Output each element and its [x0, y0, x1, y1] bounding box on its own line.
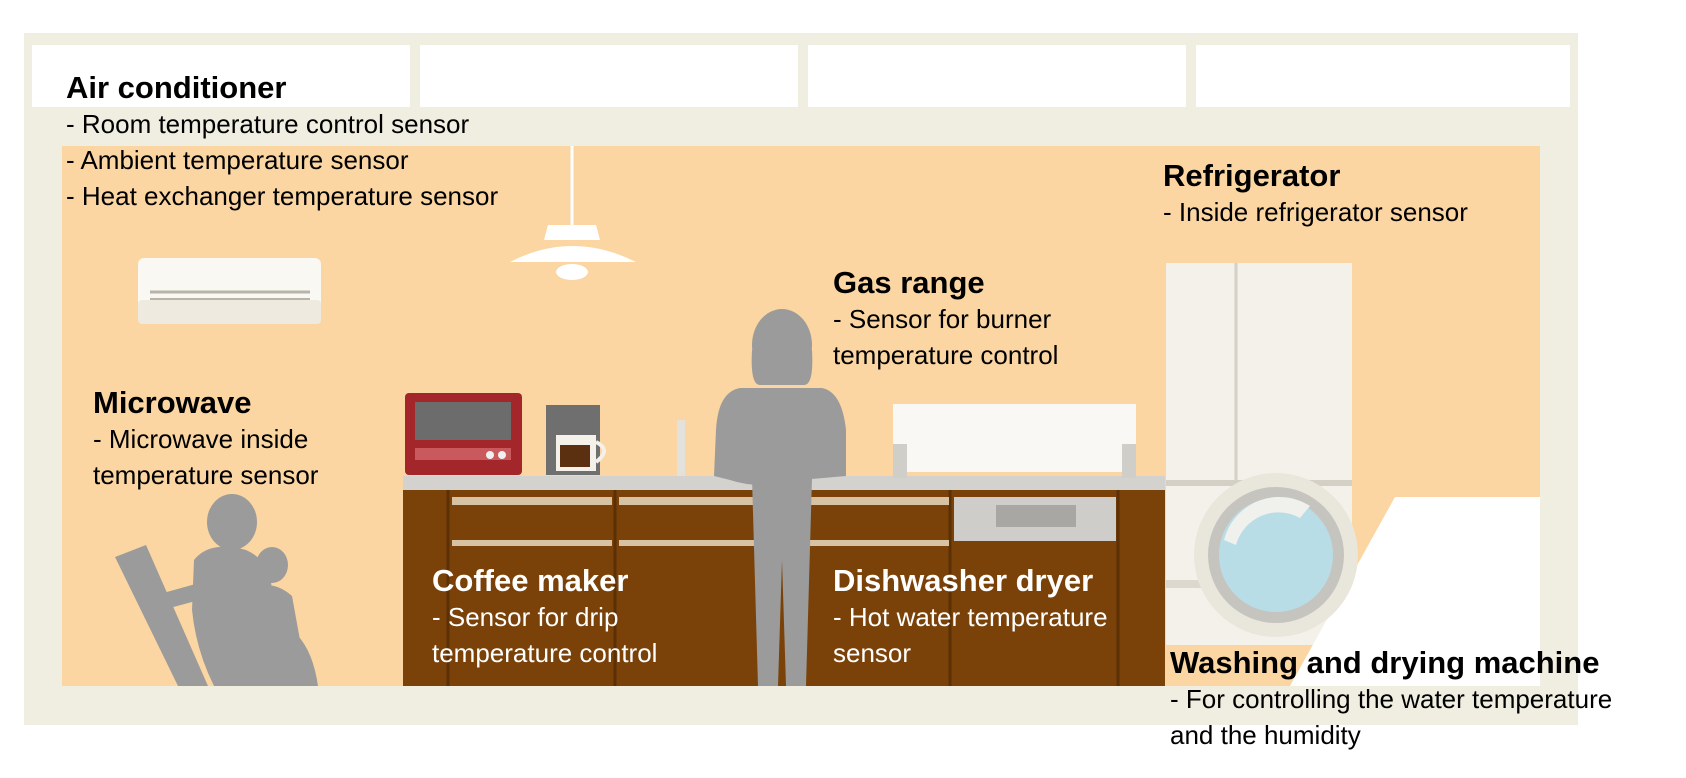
microwave-sensor-1: - Microwave inside [93, 424, 309, 454]
microwave-title: Microwave [93, 385, 252, 420]
microwave-sensor-2: temperature sensor [93, 460, 319, 490]
coffee-maker-sensor-2: temperature control [432, 638, 658, 668]
coffee-maker-sensor-1: - Sensor for drip [432, 602, 619, 632]
dishwasher-dryer-title: Dishwasher dryer [833, 563, 1094, 598]
washing-machine-unit [1194, 473, 1540, 686]
gas-range-title: Gas range [833, 265, 985, 300]
air-conditioner-sensor-1: - Room temperature control sensor [66, 109, 470, 139]
dishwasher-dryer-sensor-1: - Hot water temperature [833, 602, 1108, 632]
gas-range-unit [893, 404, 1136, 478]
refrigerator-label: Refrigerator - Inside refrigerator senso… [1163, 158, 1468, 230]
coffee-maker-title: Coffee maker [432, 563, 629, 598]
air-conditioner-unit [138, 258, 321, 324]
air-conditioner-sensor-3: - Heat exchanger temperature sensor [66, 181, 499, 211]
dishwasher-dryer-sensor-2: sensor [833, 638, 912, 668]
gas-range-label: Gas range - Sensor for burner temperatur… [833, 265, 1058, 373]
air-conditioner-sensor-2: - Ambient temperature sensor [66, 145, 409, 175]
air-conditioner-title: Air conditioner [66, 70, 287, 105]
pendant-lamp [510, 146, 636, 280]
washing-machine-title: Washing and drying machine [1170, 645, 1600, 680]
coffee-maker-label: Coffee maker - Sensor for drip temperatu… [432, 563, 657, 671]
person-silhouette [714, 309, 846, 686]
washing-machine-sensor-1: - For controlling the water temperature [1170, 684, 1613, 714]
microwave-label: Microwave - Microwave inside temperature… [93, 385, 318, 493]
gas-range-sensor-2: temperature control [833, 340, 1059, 370]
washing-machine-sensor-2: and the humidity [1170, 720, 1361, 750]
air-conditioner-label: Air conditioner - Room temperature contr… [66, 70, 498, 214]
washing-machine-label: Washing and drying machine - For control… [1170, 645, 1612, 753]
refrigerator-sensor-1: - Inside refrigerator sensor [1163, 197, 1468, 227]
gas-range-sensor-1: - Sensor for burner [833, 304, 1052, 334]
sitting-people-silhouette [115, 494, 318, 686]
faucet [677, 420, 685, 476]
microwave-unit [405, 393, 522, 475]
upper-window [32, 45, 1570, 107]
refrigerator-title: Refrigerator [1163, 158, 1341, 193]
coffee-maker-unit [546, 405, 606, 475]
dishwasher-dryer-label: Dishwasher dryer - Hot water temperature… [833, 563, 1108, 671]
